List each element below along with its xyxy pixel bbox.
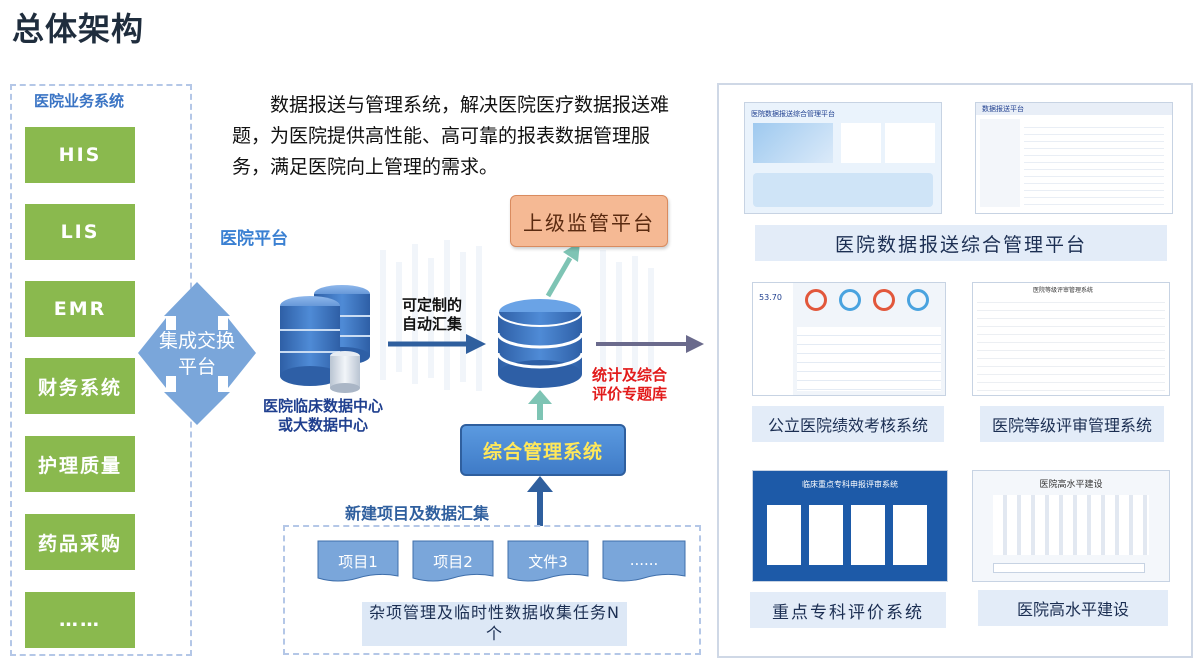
screenshot-table (977, 295, 1165, 391)
system-more: …… (25, 592, 135, 648)
screenshot-sidebar (980, 119, 1020, 207)
performance-screenshot: 53.70 (752, 282, 946, 396)
screenshot-title: 医院高水平建设 (1039, 480, 1103, 490)
screenshot-card (851, 505, 885, 565)
document-item-3: 文件3 (528, 553, 568, 571)
screenshot-search-bar (993, 563, 1145, 573)
high-level-screenshot: 医院高水平建设 (972, 470, 1170, 582)
caption-grade-review: 医院等级评审管理系统 (980, 406, 1164, 442)
screenshot-table (1024, 121, 1164, 205)
arrow-to-superior-platform (545, 242, 580, 298)
screenshot-sidebar (753, 283, 793, 395)
screenshot-footer (753, 173, 933, 207)
grade-review-screenshot: 医院等级评审管理系统 (972, 282, 1170, 396)
hospital-systems-title: 医院业务系统 (34, 92, 125, 110)
custom-collect-label: 可定制的自动汇集 (402, 296, 463, 333)
caption-high-level: 医院高水平建设 (978, 590, 1168, 626)
system-drug-procurement: 药品采购 (25, 514, 135, 570)
stats-db-label: 统计及综合评价专题库 (592, 366, 668, 403)
screenshot-title: 临床重点专科申报评审系统 (802, 480, 898, 489)
collect-title: 新建项目及数据汇集 (345, 504, 490, 523)
collect-area (283, 525, 701, 655)
systems-showcase-panel (717, 83, 1193, 658)
arrow-to-right-panel (596, 335, 704, 353)
gauge-icon (839, 289, 861, 311)
document-item-1: 项目1 (338, 553, 378, 571)
screenshot-card (841, 123, 881, 163)
data-stream-pattern (380, 240, 654, 391)
report-platform-screenshot: 医院数据报送综合管理平台 (744, 102, 942, 214)
gauge-icon (907, 289, 929, 311)
screenshot-title: 数据报送平台 (982, 105, 1024, 113)
system-his: HIS (25, 127, 135, 183)
screenshot-title: 医院数据报送综合管理平台 (751, 110, 835, 118)
caption-key-specialty: 重点专科评价系统 (750, 592, 946, 628)
arrow-mgmt-to-db (528, 390, 552, 420)
superior-platform-box: 上级监管平台 (510, 195, 668, 247)
gauge-icon (805, 289, 827, 311)
data-center-icon (280, 285, 370, 393)
misc-task-label: 杂项管理及临时性数据收集任务N个 (362, 602, 627, 646)
exchange-platform-label: 集成交换平台 (158, 330, 235, 378)
page-title: 总体架构 (12, 10, 145, 48)
arrow-to-central-db (388, 334, 486, 354)
data-center-label: 医院临床数据中心或大数据中心 (262, 397, 383, 434)
system-emr: EMR (25, 281, 135, 337)
screenshot-value: 53.70 (759, 293, 782, 302)
exchange-platform-arrow-vertical (164, 282, 230, 425)
screenshot-banner (753, 123, 833, 163)
caption-performance: 公立医院绩效考核系统 (752, 406, 944, 442)
system-finance: 财务系统 (25, 358, 135, 414)
screenshot-card (809, 505, 843, 565)
management-system-box: 综合管理系统 (460, 424, 626, 476)
document-item-more: ...... (629, 551, 659, 569)
caption-report-platform: 医院数据报送综合管理平台 (755, 225, 1167, 261)
system-nursing-quality: 护理质量 (25, 436, 135, 492)
hospital-platform-label: 医院平台 (220, 229, 288, 249)
key-specialty-screenshot: 临床重点专科申报评审系统 (752, 470, 948, 582)
screenshot-table (797, 327, 941, 391)
screenshot-pattern (993, 495, 1149, 555)
screenshot-card (893, 505, 927, 565)
screenshot-header-bar (976, 103, 1172, 115)
arrow-collect-to-mgmt (527, 476, 553, 526)
screenshot-title: 医院等级评审管理系统 (1033, 287, 1094, 294)
system-lis: LIS (25, 204, 135, 260)
intro-paragraph: 数据报送与管理系统，解决医院医疗数据报送难题，为医院提供高性能、高可靠的报表数据… (232, 94, 670, 178)
screenshot-card (767, 505, 801, 565)
screenshot-card (885, 123, 935, 163)
central-database-icon (496, 297, 584, 388)
document-item-2: 项目2 (433, 553, 473, 571)
report-list-screenshot: 数据报送平台 (975, 102, 1173, 214)
gauge-icon (873, 289, 895, 311)
document-shapes (317, 540, 686, 582)
